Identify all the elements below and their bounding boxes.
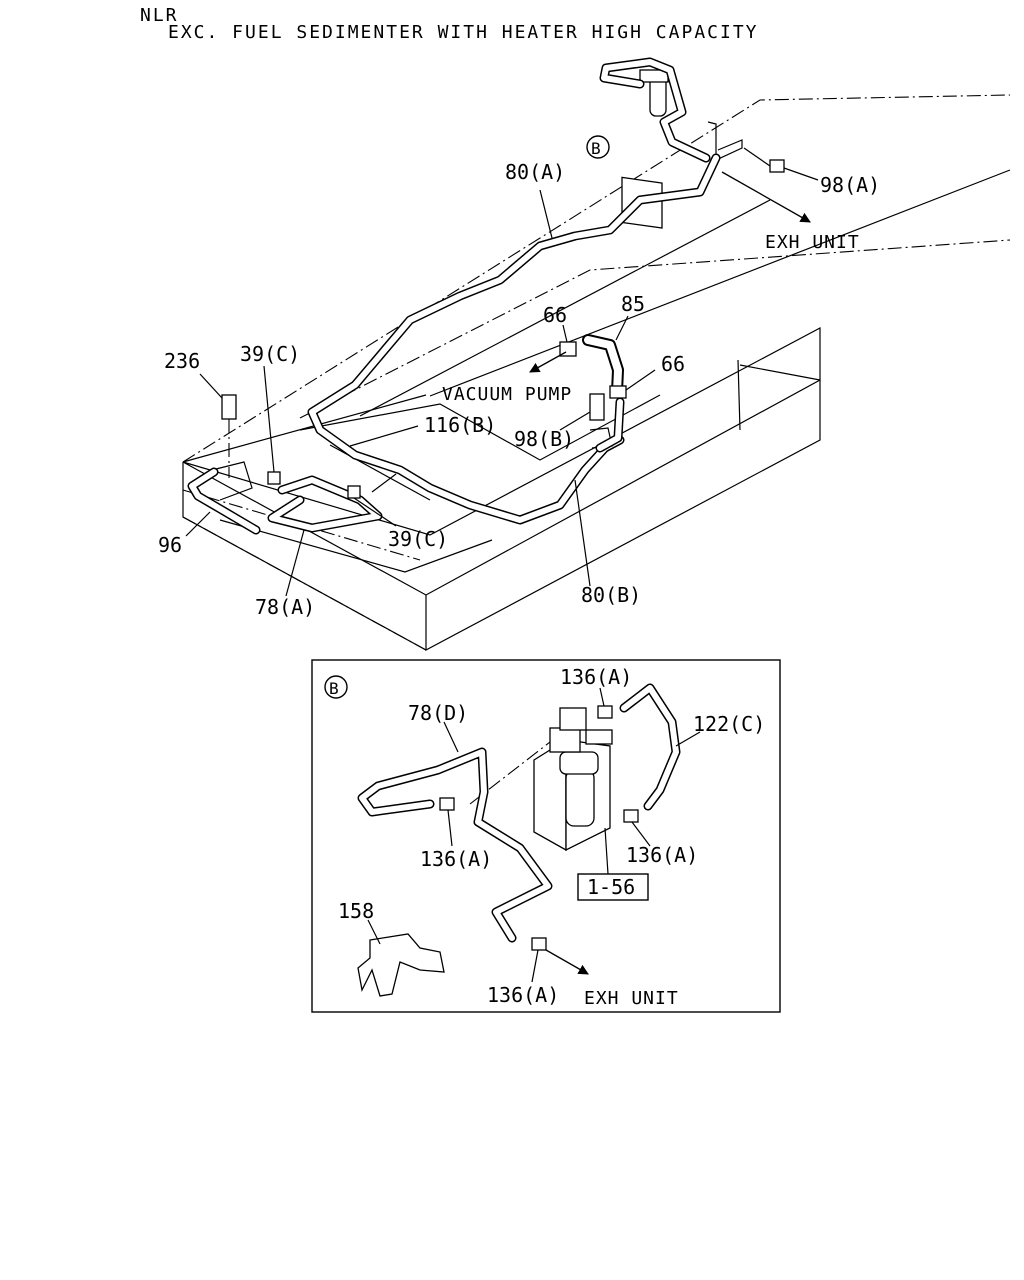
label-80b: 80(B) (581, 583, 641, 607)
clamp-136a-right-icon (623, 809, 639, 823)
exh-unit-arrow-icon (721, 171, 811, 223)
callout-b-letter: B (591, 139, 601, 158)
label-136a-left: 136(A) (420, 847, 492, 871)
label-66-top: 66 (543, 303, 567, 327)
hose-85 (529, 315, 656, 399)
label-39c-bottom: 39(C) (388, 527, 448, 551)
label-vacuum-pump: VACUUM PUMP (442, 384, 572, 405)
vacuum-pump-arrow-icon (529, 351, 567, 373)
label-116b: 116(B) (424, 413, 496, 437)
label-85: 85 (621, 292, 645, 316)
label-236: 236 (164, 349, 200, 373)
callout-b-marker (586, 135, 610, 159)
label-exh-unit-detail: EXH UNIT (584, 988, 679, 1009)
bolt-98a-icon (769, 159, 785, 173)
label-158: 158 (338, 899, 374, 923)
label-136a-bottom: 136(A) (487, 983, 559, 1007)
bracket-98a (707, 121, 819, 181)
clamp-39c-bottom-icon (347, 485, 361, 499)
detail-b-panel: B 1-56 (311, 659, 781, 1013)
exh-unit-arrow-detail-icon (545, 949, 589, 975)
fuel-sedimenter-icon (469, 707, 613, 852)
bolt-236-icon (221, 394, 237, 420)
detail-b-title: B (329, 679, 339, 698)
label-96: 96 (158, 533, 182, 557)
label-78a: 78(A) (255, 595, 315, 619)
hose-122c (619, 683, 701, 811)
fuel-pipe-80a (307, 153, 721, 525)
hose-78d (357, 721, 553, 943)
clip-158-icon (357, 919, 445, 997)
label-39c-top: 39(C) (240, 342, 300, 366)
clamp-39c-top-icon (267, 471, 281, 485)
model-code: NLR (140, 5, 179, 26)
label-ref-1-56: 1-56 (587, 875, 635, 899)
reference-box-1-56 (577, 873, 649, 901)
bolt-98b-icon (589, 393, 605, 421)
label-80a: 80(A) (505, 160, 565, 184)
clamp-136a-bottom-icon (531, 937, 547, 951)
label-66-right: 66 (661, 352, 685, 376)
label-exh-unit-main: EXH UNIT (765, 232, 860, 253)
label-98a: 98(A) (820, 173, 880, 197)
bolt-98b (559, 393, 625, 453)
chassis-frame (182, 94, 1011, 651)
label-136a-top: 136(A) (560, 665, 632, 689)
left-components (185, 365, 591, 597)
clamp-66-right-icon (609, 385, 627, 399)
label-98b: 98(B) (514, 427, 574, 451)
clamp-136a-left-icon (439, 797, 455, 811)
clamp-136a-top-icon (597, 705, 613, 719)
label-136a-right: 136(A) (626, 843, 698, 867)
label-78d: 78(D) (408, 701, 468, 725)
diagram-description: EXC. FUEL SEDIMENTER WITH HEATER HIGH CA… (168, 22, 759, 43)
label-122c: 122(C) (693, 712, 765, 736)
